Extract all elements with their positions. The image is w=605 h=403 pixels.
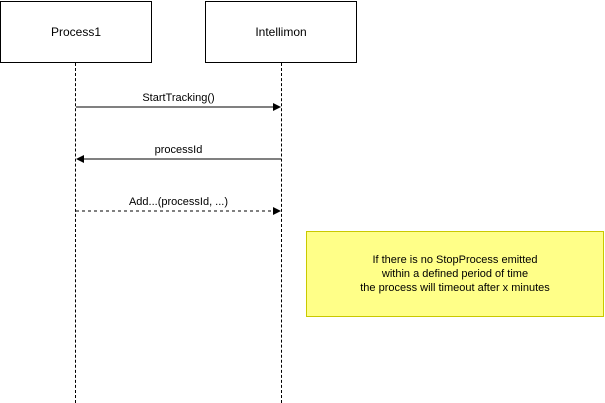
message-label-add: Add...(processId, ...) — [128, 196, 229, 208]
message-label-start-tracking: StartTracking() — [142, 92, 215, 104]
lifeline-process1 — [75, 63, 76, 403]
note-line: within a defined period of time — [381, 268, 529, 280]
participant-process1[interactable]: Process1 — [0, 1, 152, 63]
participant-intellimon[interactable]: Intellimon — [205, 1, 357, 63]
note-line: the process will timeout after x minutes — [360, 282, 550, 294]
timeout-note[interactable]: If there is no StopProcess emitted withi… — [306, 231, 604, 317]
participant-label: Process1 — [50, 25, 102, 39]
message-label-process-id: processId — [154, 144, 203, 156]
participant-label: Intellimon — [255, 25, 307, 39]
lifeline-intellimon — [281, 63, 282, 403]
note-line: If there is no StopProcess emitted — [372, 254, 538, 266]
